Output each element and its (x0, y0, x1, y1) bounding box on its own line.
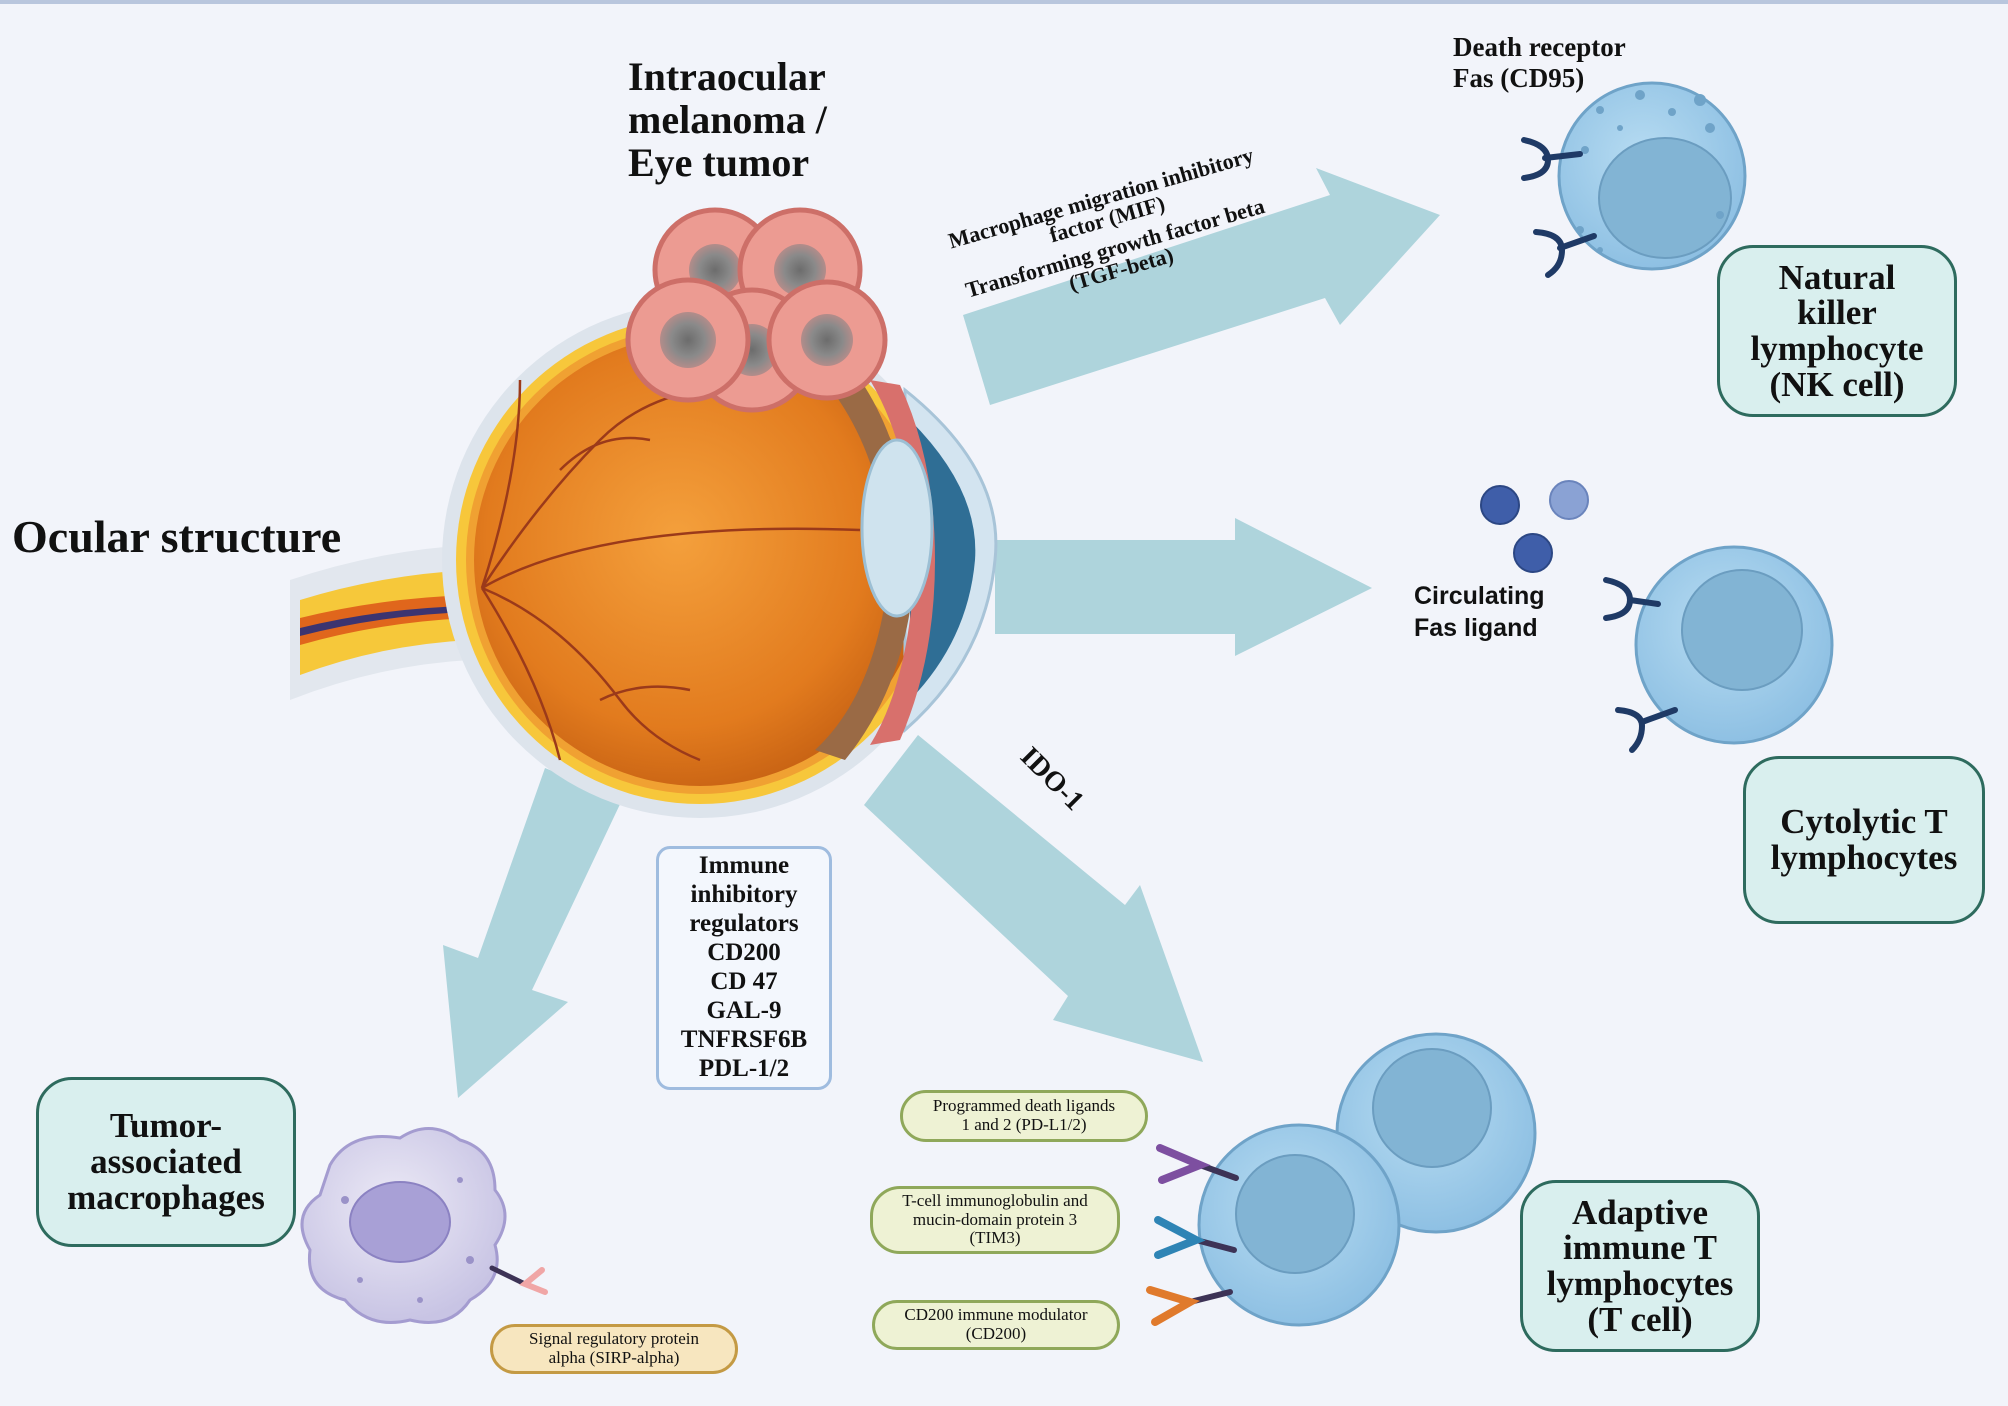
nk-line: Natural (1778, 257, 1896, 297)
tumor-title-line: Intraocular (628, 54, 826, 99)
pd-l-label: Programmed death ligands 1 and 2 (PD-L1/… (900, 1090, 1148, 1142)
adaptive-line: Adaptive (1571, 1192, 1709, 1232)
sirp-alpha-label: Signal regulatory protein alpha (SIRP-al… (490, 1324, 738, 1374)
circulating-fas-line: Fas ligand (1414, 614, 1538, 642)
inhib-line: TNFRSF6B (680, 1026, 808, 1053)
pd-l-line: Programmed death ligands (932, 1096, 1116, 1116)
death-receptor-label: Death receptor Fas (CD95) (1453, 32, 1626, 94)
arrow-to-nk (963, 168, 1440, 405)
receptor-icon (1603, 577, 1678, 753)
adaptive-t-label: Adaptive immune T lymphocytes (T cell) (1520, 1180, 1760, 1352)
tim3-label: T-cell immunoglobulin and mucin-domain p… (870, 1186, 1120, 1254)
fas-ligand-molecules (1480, 480, 1589, 573)
circulating-fas-line: Circulating (1414, 582, 1545, 610)
tumor-cluster (625, 207, 888, 413)
pd-l-receptor-icon (1156, 1144, 1239, 1184)
immune-inhibitory-box: Immune inhibitory regulators CD200 CD 47… (656, 846, 832, 1090)
inhib-line: PDL-1/2 (698, 1055, 790, 1082)
cd200-line: (CD200) (965, 1324, 1027, 1343)
tim3-line: T-cell immunoglobulin and (902, 1190, 1088, 1210)
svg-text:IDO-1: IDO-1 (1014, 741, 1090, 817)
tim3-receptor-icon (1154, 1216, 1237, 1259)
eye-illustration (290, 207, 998, 818)
nk-cell-label: Natural killer lymphocyte (NK cell) (1717, 245, 1957, 417)
tam-line: macrophages (67, 1177, 265, 1217)
nk-line: killer (1797, 293, 1877, 333)
tumor-title: Intraocular melanoma / Eye tumor (628, 55, 827, 184)
death-receptor-line: Fas (CD95) (1453, 63, 1585, 93)
inhib-line: Immune (698, 852, 790, 879)
cd200-label: CD200 immune modulator (CD200) (872, 1300, 1120, 1350)
fas-receptor-icon (1521, 137, 1597, 278)
adaptive-line: immune T (1563, 1228, 1717, 1268)
inhib-line: CD 47 (710, 968, 778, 995)
cytolytic-line: lymphocytes (1770, 838, 1958, 877)
cytolytic-t-cell (1634, 545, 1834, 745)
circulating-fas-label: Circulating Fas ligand (1414, 580, 1545, 644)
inhib-line: regulators (689, 910, 799, 937)
arrow-label-ido: IDO-1 (1014, 741, 1090, 817)
inhib-line: GAL-9 (706, 997, 782, 1024)
nk-line: (NK cell) (1769, 364, 1905, 404)
tim3-line: (TIM3) (969, 1228, 1021, 1248)
adaptive-line: lymphocytes (1546, 1264, 1734, 1303)
death-receptor-line: Death receptor (1453, 32, 1626, 62)
tam-label: Tumor- associated macrophages (36, 1077, 296, 1247)
pd-l-line: 1 and 2 (PD-L1/2) (961, 1115, 1087, 1134)
tumor-title-line: Eye tumor (628, 140, 810, 185)
adaptive-t-cells (1197, 1032, 1537, 1327)
cd200-receptor-icon (1146, 1286, 1233, 1326)
nk-cell (1557, 81, 1747, 271)
adaptive-line: (T cell) (1587, 1299, 1693, 1339)
tim3-line: mucin-domain protein 3 (912, 1209, 1078, 1229)
arrow-to-cytolytic (995, 518, 1372, 656)
sirp-line: Signal regulatory protein (529, 1329, 699, 1349)
cd200-line: CD200 immune modulator (904, 1305, 1088, 1325)
macrophage-cell (300, 1127, 507, 1324)
ocular-structure-label: Ocular structure (12, 511, 342, 562)
cytolytic-t-label: Cytolytic T lymphocytes (1743, 756, 1985, 924)
sirp-alpha-receptor-icon (489, 1265, 548, 1295)
cytolytic-line: Cytolytic T (1780, 802, 1948, 842)
sirp-line: alpha (SIRP-alpha) (548, 1348, 680, 1367)
tam-line: Tumor- (109, 1106, 223, 1146)
arrow-to-adaptive (864, 735, 1203, 1062)
inhib-line: inhibitory (690, 881, 798, 908)
tumor-title-line: melanoma / (628, 97, 827, 142)
nk-line: lymphocyte (1750, 329, 1924, 368)
tam-line: associated (90, 1142, 242, 1182)
arrow-to-macrophage (443, 768, 622, 1098)
inhib-line: CD200 (707, 939, 781, 966)
